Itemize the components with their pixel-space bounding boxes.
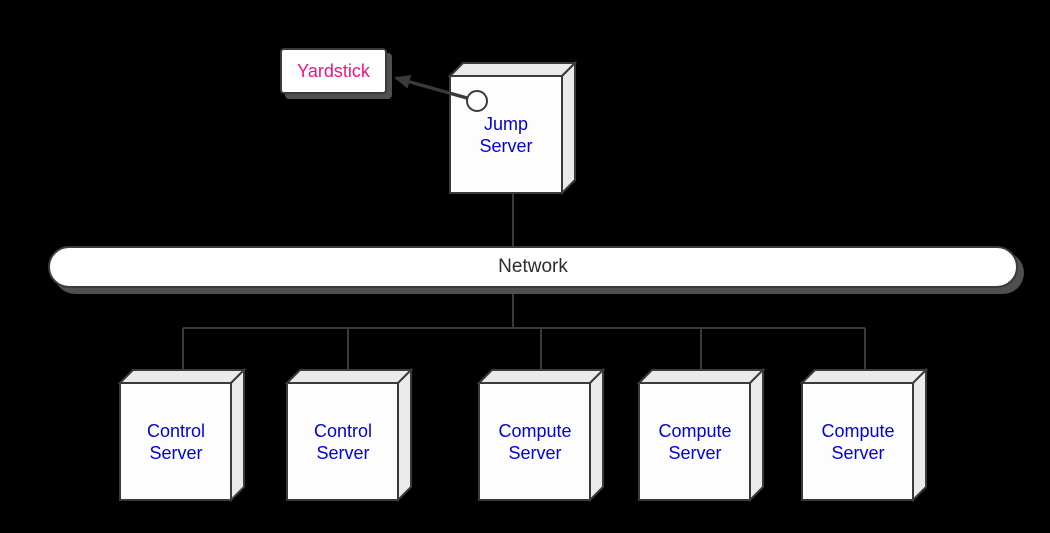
yardstick-arrow [394,75,468,100]
node-compute-server-3: Compute Server [799,367,929,503]
jump-server-box-shape [447,60,578,196]
server-label: Compute Server [498,420,572,463]
jump-server-node: Jump Server [447,60,578,196]
box-front-face [478,382,591,501]
server-label: Control Server [146,420,206,463]
yardstick-label: Yardstick [297,60,370,81]
port-circle-icon [466,90,488,112]
node-compute-server-2: Compute Server [636,367,766,503]
box-front-face [801,382,914,501]
server-label: Compute Server [821,420,895,463]
node-control-server-2: Control Server [284,367,414,503]
server-label: Control Server [313,420,373,463]
box-front-face [119,382,232,501]
network-bus: Network [48,246,1018,288]
node-control-server-1: Control Server [117,367,247,503]
box-front-face [286,382,399,501]
server-box-shape [284,367,414,503]
server-box-shape [799,367,929,503]
server-box-shape [117,367,247,503]
jump-server-label: Jump Server [479,113,533,156]
server-box-shape [476,367,606,503]
server-label: Compute Server [658,420,732,463]
box-front-face [638,382,751,501]
server-box-shape [636,367,766,503]
network-label: Network [498,256,568,277]
node-compute-server-1: Compute Server [476,367,606,503]
yardstick-node: Yardstick [280,48,387,94]
